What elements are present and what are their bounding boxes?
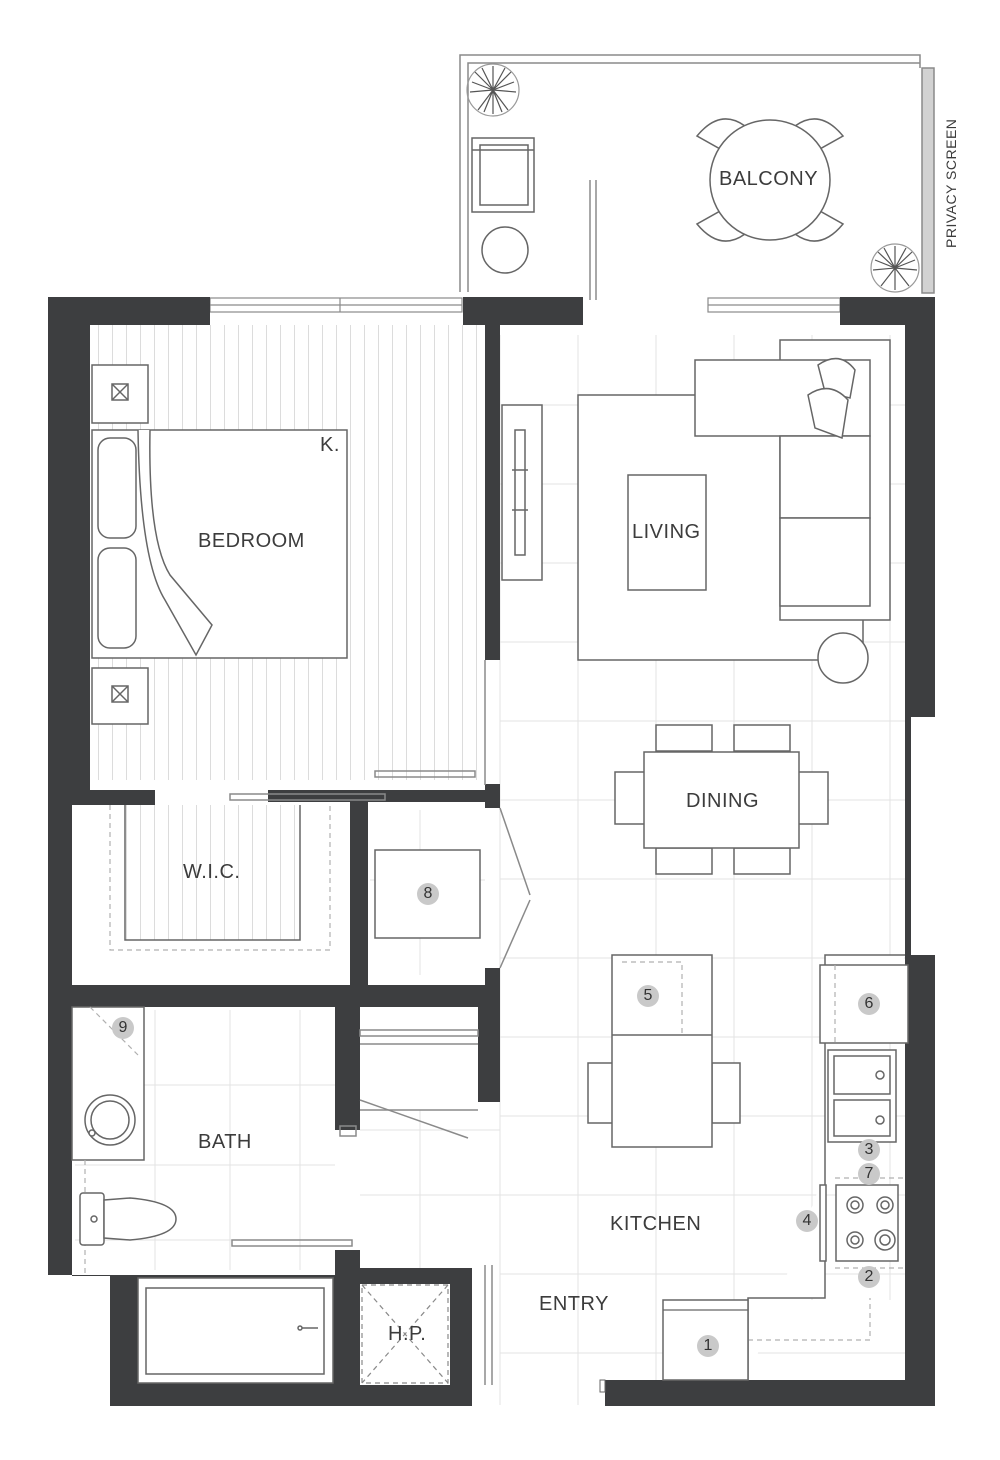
room-label-bedroom: BEDROOM xyxy=(198,530,305,552)
nightstand xyxy=(91,667,149,725)
entry-door-jamb xyxy=(599,1379,606,1393)
room-label-hp: H.P. xyxy=(388,1323,427,1345)
kitchen-counter xyxy=(747,954,909,1380)
bed-size-label: K. xyxy=(320,434,340,456)
nightstand xyxy=(91,364,149,424)
side-table xyxy=(817,632,869,684)
kitchen-island xyxy=(587,954,741,1148)
cabinet-outlines xyxy=(748,965,905,1341)
vanity xyxy=(71,1006,145,1161)
badge-3: 3 xyxy=(858,1139,880,1161)
badge-8: 8 xyxy=(417,883,439,905)
wic-floor xyxy=(125,805,300,940)
sectional-sofa xyxy=(694,339,891,621)
badge-4: 4 xyxy=(796,1210,818,1232)
badge-2: 2 xyxy=(858,1266,880,1288)
room-label-kitchen: KITCHEN xyxy=(610,1213,702,1235)
balcony-outline xyxy=(459,54,921,300)
room-label-living: LIVING xyxy=(632,521,701,543)
badge-6: 6 xyxy=(858,993,880,1015)
badge-1: 1 xyxy=(697,1335,719,1357)
room-label-dining: DINING xyxy=(686,790,759,812)
plant-icon xyxy=(870,243,920,293)
dining-set xyxy=(614,724,829,875)
side-table xyxy=(481,226,529,274)
room-label-bath: BATH xyxy=(198,1131,252,1153)
badge-9: 9 xyxy=(112,1017,134,1039)
room-label-balcony: BALCONY xyxy=(719,168,819,190)
doors xyxy=(229,660,531,1385)
bathtub xyxy=(137,1277,334,1384)
tv-console xyxy=(501,404,543,581)
heat-pump-closet xyxy=(361,1284,449,1384)
badge-5: 5 xyxy=(637,985,659,1007)
privacy-screen xyxy=(921,67,935,294)
badge-7: 7 xyxy=(858,1163,880,1185)
coffee-table xyxy=(627,474,707,591)
closet-rod xyxy=(124,805,301,941)
balcony-table-set xyxy=(695,118,845,242)
toilet xyxy=(79,1192,177,1246)
lounge-chair xyxy=(471,137,535,213)
king-bed xyxy=(91,429,348,659)
windows xyxy=(209,297,841,313)
privacy-screen-label: PRIVACY SCREEN xyxy=(943,118,959,248)
room-label-entry: ENTRY xyxy=(539,1293,609,1315)
dishwasher-outline xyxy=(622,961,683,1035)
closet-shelving xyxy=(109,805,331,951)
plant-icon xyxy=(466,63,520,117)
room-label-wic: W.I.C. xyxy=(183,861,241,883)
